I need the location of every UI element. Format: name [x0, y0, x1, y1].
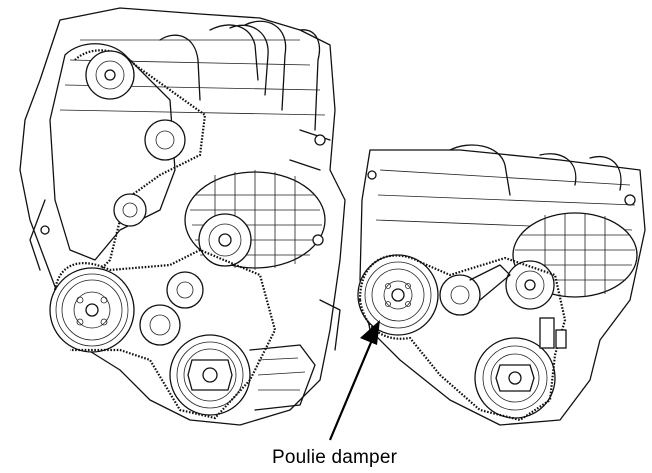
damper-pulley-right — [357, 254, 439, 336]
arrow-head — [360, 320, 380, 345]
alternator-right — [505, 212, 638, 310]
callout-label: Poulie damper — [272, 447, 398, 468]
damper-pulley-left — [49, 267, 135, 353]
left-engine-view — [19, 7, 346, 426]
accessory-belt-right — [358, 254, 567, 422]
right-detail-view — [357, 144, 646, 426]
accessory-belt-left — [53, 248, 277, 420]
compressor-pulley-left — [169, 334, 316, 416]
compressor-pulley-right — [474, 337, 556, 419]
alternator-left — [184, 170, 326, 270]
callout-arrow — [328, 320, 380, 441]
